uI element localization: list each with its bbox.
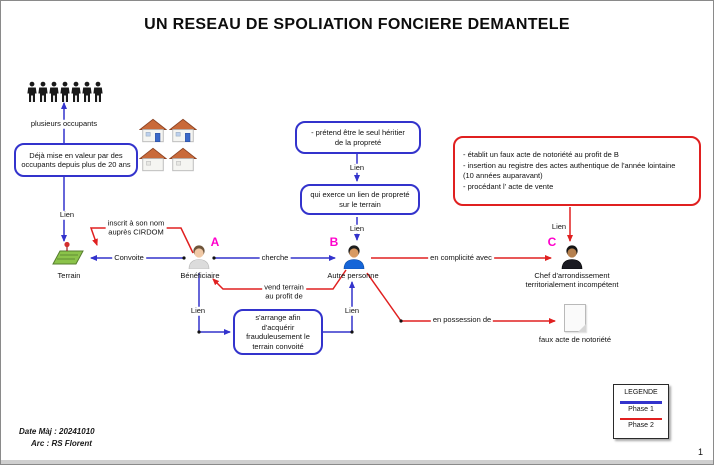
beneficiaire-icon xyxy=(188,245,210,269)
page-bottom-edge xyxy=(1,460,713,464)
autre-personne-label: Autre personne xyxy=(327,271,379,280)
legend-phase2-swatch xyxy=(620,417,662,420)
person-silhouette-icon xyxy=(82,81,92,102)
edge-label-lien-c: Lien xyxy=(549,221,569,232)
legend-phase1-swatch xyxy=(620,401,662,404)
person-silhouette-icon xyxy=(27,81,37,102)
terrain-icon xyxy=(52,241,84,265)
edge-lien-a-arrange-line xyxy=(198,273,231,335)
chef-label: Chef d'arrondissement territorialement i… xyxy=(525,271,619,289)
page-title: UN RESEAU DE SPOLIATION FONCIERE DEMANTE… xyxy=(144,16,570,33)
callout-deja: Déjà mise en valeur par des occupants de… xyxy=(14,143,138,177)
edge-label-lien-pretend: Lien xyxy=(347,162,367,173)
edge-label-convoite: Convoite xyxy=(112,252,146,263)
edge-label-lien-b: Lien xyxy=(342,305,362,316)
edge-label-lien-exerce: Lien xyxy=(347,223,367,234)
edge-label-lien-a: Lien xyxy=(188,305,208,316)
callout-exerce: qui exerce un lien de propreté sur le te… xyxy=(300,184,420,215)
occupants-group-icon xyxy=(27,81,103,103)
junction-dot xyxy=(182,256,186,260)
legend-phase2-label: Phase 2 xyxy=(628,422,654,429)
person-silhouette-icon xyxy=(93,81,103,102)
chef-icon xyxy=(561,245,583,269)
edge-label-complicite: en complicité avec xyxy=(428,252,494,263)
person-silhouette-icon xyxy=(60,81,70,102)
legend-phase1-label: Phase 1 xyxy=(628,405,654,413)
person-silhouette-icon xyxy=(71,81,81,102)
callout-pretend: - prétend être le seul héritier de la pr… xyxy=(295,121,421,154)
legend-box: LEGENDE Phase 1 Phase 2 xyxy=(613,384,669,439)
autre-personne-icon xyxy=(343,245,365,269)
houses-group-icon xyxy=(139,117,197,173)
house-icon xyxy=(139,118,167,143)
beneficiaire-label: Bénéficiaire xyxy=(180,271,220,280)
edge-label-inscrit: inscrit à son nom auprès CIRDOM xyxy=(105,218,167,237)
person-silhouette-icon xyxy=(49,81,59,102)
edge-label-lien-terrain: Lien xyxy=(57,209,77,220)
junction-dot xyxy=(350,330,354,334)
house-icon xyxy=(169,118,197,143)
house-icon xyxy=(169,147,197,172)
junction-dot xyxy=(399,319,403,323)
person-silhouette-icon xyxy=(38,81,48,102)
edge-label-vend: vend terrain au profit de xyxy=(262,282,306,301)
faux-acte-label: faux acte de notoriété xyxy=(538,335,612,344)
junction-dot xyxy=(197,330,201,334)
house-icon xyxy=(139,147,167,172)
callout-actes: - établit un faux acte de notoriété au p… xyxy=(453,136,701,206)
terrain-label: Terrain xyxy=(57,271,81,280)
edge-label-cherche: cherche xyxy=(259,252,291,263)
footer-author: Arc : RS Florent xyxy=(31,439,92,448)
node-letter-a: A xyxy=(210,235,220,249)
junction-dot xyxy=(212,256,216,260)
edge-label-possession: en possession de xyxy=(430,314,494,325)
callout-arrange: s'arrange afin d'acquérir frauduleusemen… xyxy=(233,309,323,355)
node-letter-b: B xyxy=(329,235,339,249)
footer-date: Date Màj : 20241010 xyxy=(19,427,95,436)
edge-label-occupants: plusieurs occupants xyxy=(28,118,100,129)
node-letter-c: C xyxy=(547,235,557,249)
faux-acte-document-icon xyxy=(564,304,586,332)
legend-title: LEGENDE xyxy=(624,389,658,396)
page-number: 1 xyxy=(697,447,703,457)
